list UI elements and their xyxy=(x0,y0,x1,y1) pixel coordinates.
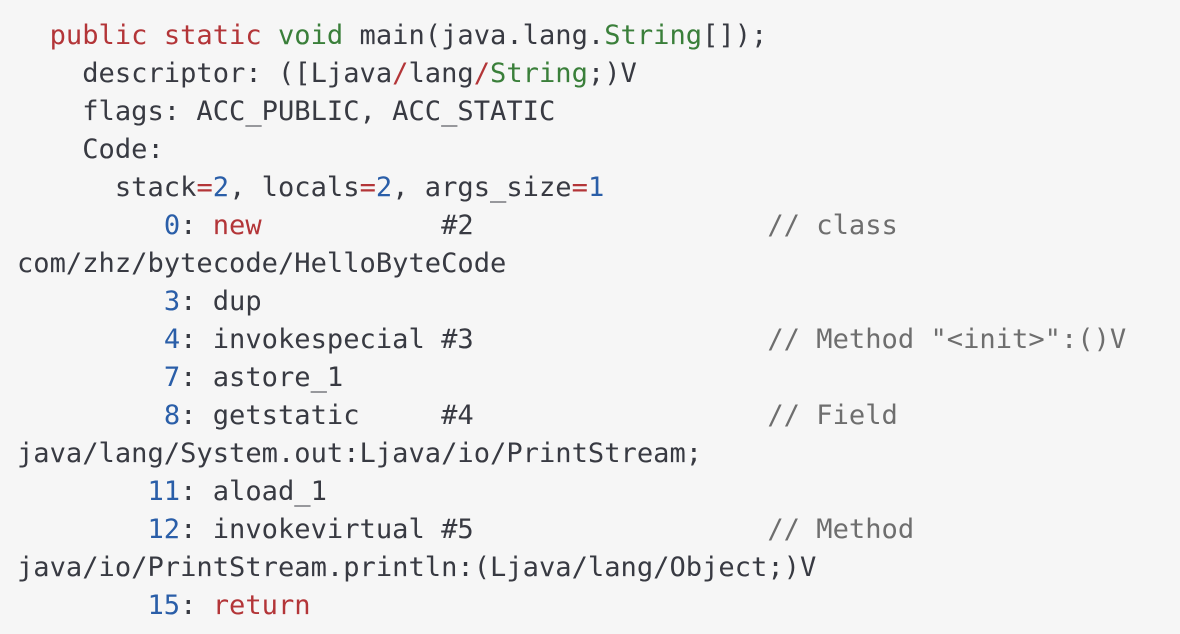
code-token: String xyxy=(490,58,588,89)
code-token xyxy=(262,20,278,51)
code-token: new xyxy=(212,210,262,241)
code-token: java/io/PrintStream.println:(Ljava/lang/… xyxy=(17,552,817,583)
code-token: public xyxy=(49,20,148,51)
code-line: java/io/PrintStream.println:(Ljava/lang/… xyxy=(17,549,1180,587)
code-token xyxy=(17,20,50,51)
code-token: = xyxy=(571,172,588,203)
code-token: // class xyxy=(767,210,898,241)
code-line: 12: invokevirtual #5 // Method xyxy=(17,511,1180,549)
code-token xyxy=(17,514,148,545)
code-token xyxy=(17,210,164,241)
code-token: 2 xyxy=(375,172,393,203)
code-token: / xyxy=(473,58,491,89)
code-token: com/zhz/bytecode/HelloByteCode xyxy=(17,248,507,279)
code-token: #2 xyxy=(261,210,768,241)
code-token: void xyxy=(278,20,344,51)
code-line: Code: xyxy=(17,131,1180,169)
code-token xyxy=(17,324,164,355)
code-token: []); xyxy=(702,20,768,51)
code-token: , locals xyxy=(229,172,360,203)
code-token: flags: ACC_PUBLIC, ACC_STATIC xyxy=(17,96,556,127)
code-token: : xyxy=(180,210,213,241)
code-token: return xyxy=(212,590,311,621)
code-line: stack=2, locals=2, args_size=1 xyxy=(17,169,1180,207)
code-token: main(java.lang. xyxy=(343,20,605,51)
code-token: 3 xyxy=(163,286,181,317)
code-token: java/lang/System.out:Ljava/io/PrintStrea… xyxy=(17,438,703,469)
code-token xyxy=(17,590,148,621)
code-line: flags: ACC_PUBLIC, ACC_STATIC xyxy=(17,93,1180,131)
code-token: : astore_1 xyxy=(180,362,344,393)
code-token: 12 xyxy=(147,514,181,545)
code-token: // Method "<init>":()V xyxy=(767,324,1127,355)
code-token: : getstatic #4 xyxy=(180,400,768,431)
code-token: static xyxy=(163,20,262,51)
code-token: lang xyxy=(408,58,474,89)
code-line: descriptor: ([Ljava/lang/String;)V xyxy=(17,55,1180,93)
code-line: 3: dup xyxy=(17,283,1180,321)
code-token: // Field xyxy=(767,400,898,431)
code-token: , args_size xyxy=(392,172,572,203)
code-line: public static void main(java.lang.String… xyxy=(17,17,1180,55)
code-token: // Method xyxy=(767,514,915,545)
code-token: descriptor: ([Ljava xyxy=(17,58,393,89)
code-token: ;)V xyxy=(587,58,637,89)
code-token: 0 xyxy=(163,210,181,241)
code-token: 15 xyxy=(147,590,181,621)
code-token: 8 xyxy=(163,400,181,431)
code-line: 4: invokespecial #3 // Method "<init>":(… xyxy=(17,321,1180,359)
code-line: 15: return xyxy=(17,587,1180,625)
code-token: Code: xyxy=(17,134,164,165)
code-token xyxy=(17,400,164,431)
code-token: = xyxy=(359,172,376,203)
code-token: 1 xyxy=(587,172,605,203)
code-token: : invokevirtual #5 xyxy=(180,514,768,545)
code-line: 7: astore_1 xyxy=(17,359,1180,397)
code-token: : aload_1 xyxy=(180,476,327,507)
code-token: 7 xyxy=(163,362,181,393)
code-line: java/lang/System.out:Ljava/io/PrintStrea… xyxy=(17,435,1180,473)
code-line: 11: aload_1 xyxy=(17,473,1180,511)
code-token: String xyxy=(604,20,703,51)
code-token: = xyxy=(196,172,213,203)
code-token xyxy=(17,362,164,393)
code-token xyxy=(148,20,164,51)
code-token xyxy=(17,286,164,317)
code-token: 4 xyxy=(163,324,181,355)
code-token: 2 xyxy=(212,172,230,203)
code-token: 11 xyxy=(147,476,181,507)
code-line: 8: getstatic #4 // Field xyxy=(17,397,1180,435)
code-line: 0: new #2 // class xyxy=(17,207,1180,245)
code-token: stack xyxy=(17,172,197,203)
code-line: com/zhz/bytecode/HelloByteCode xyxy=(17,245,1180,283)
code-token xyxy=(17,476,148,507)
code-token: : dup xyxy=(180,286,262,317)
code-token: : xyxy=(180,590,213,621)
code-token: : invokespecial #3 xyxy=(180,324,768,355)
code-token: / xyxy=(392,58,409,89)
